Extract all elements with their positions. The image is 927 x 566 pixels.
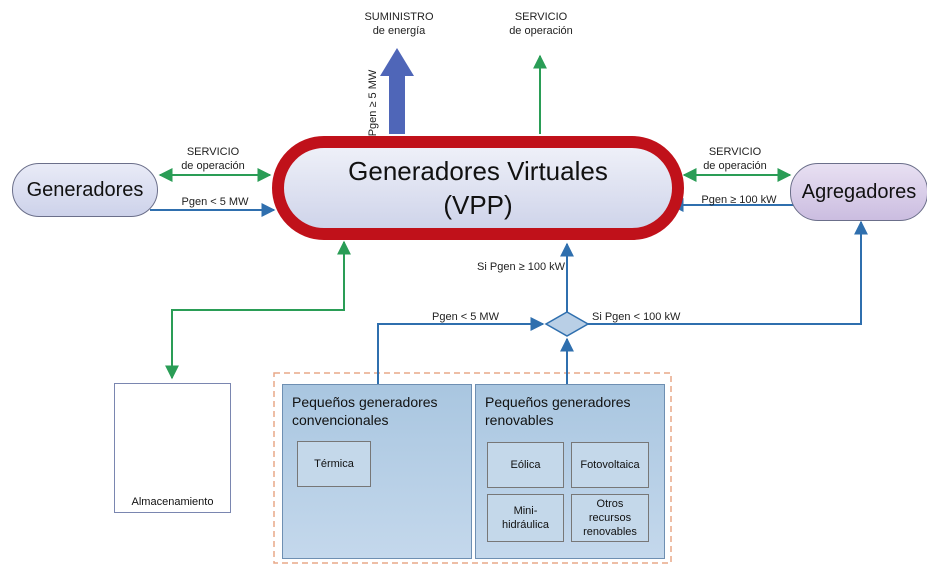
left-service-line2: de operación	[181, 160, 245, 172]
conventional-panel: Pequeños generadores convencionales Térm…	[282, 384, 472, 559]
wind-box: Eólica	[487, 442, 564, 488]
left-pgen-label: Pgen < 5 MW	[181, 196, 249, 208]
conventional-title-line2: convencionales	[292, 412, 389, 428]
solar-pv-label: Fotovoltaica	[580, 459, 640, 471]
renewable-title: Pequeños generadores renovables	[485, 393, 631, 429]
conventional-to-diamond-arrow	[377, 317, 545, 384]
aggregators-label: Agregadores	[801, 180, 917, 203]
solar-pv-box: Fotovoltaica	[571, 442, 649, 488]
supply-label-line2: de energía	[372, 25, 426, 37]
mini-hydro-label: Mini- hidráulica	[501, 505, 550, 531]
top-service-line2: de operación	[509, 25, 573, 37]
supply-label: SUMINISTRO de energía	[344, 10, 454, 38]
thermal-label: Térmica	[314, 458, 354, 470]
storage-arrow	[165, 240, 351, 380]
aggregators-node: Agregadores	[790, 163, 927, 221]
right-service-line2: de operación	[703, 160, 767, 172]
si-pgen-lt-label: Si Pgen < 100 kW	[592, 311, 681, 323]
other-renewables-label: Otros recursos renovables	[583, 498, 637, 538]
vpp-acronym: (VPP)	[443, 190, 513, 220]
storage-box: Almacenamiento	[114, 383, 231, 513]
mini-hydro-box: Mini- hidráulica	[487, 494, 564, 542]
storage-label: Almacenamiento	[131, 496, 214, 508]
si-pgen-ge-label: Si Pgen ≥ 100 kW	[477, 261, 565, 273]
left-service-line1: SERVICIO	[186, 146, 240, 158]
thermal-box: Térmica	[297, 441, 371, 487]
conventional-title: Pequeños generadores convencionales	[292, 393, 438, 429]
right-service-line1: SERVICIO	[708, 146, 762, 158]
top-service-line1: SERVICIO	[514, 11, 568, 23]
generators-node: Generadores	[12, 163, 158, 217]
left-service-label: SERVICIO de operación	[158, 145, 268, 173]
small-generators-container	[273, 372, 672, 564]
conventional-title-line1: Pequeños generadores	[292, 394, 438, 410]
generators-label: Generadores	[26, 178, 144, 201]
supply-label-line1: SUMINISTRO	[364, 11, 434, 23]
renewable-title-line2: renovables	[485, 412, 554, 428]
renewable-panel: Pequeños generadores renovables Eólica F…	[475, 384, 665, 559]
decision-diamond	[544, 311, 590, 337]
other-renewables-box: Otros recursos renovables	[571, 494, 649, 542]
supply-arrow	[380, 48, 414, 134]
vpp-node: Generadores Virtuales (VPP)	[272, 136, 684, 240]
wind-label: Eólica	[510, 459, 541, 471]
right-service-label: SERVICIO de operación	[680, 145, 790, 173]
pgen-lt-5mw-label: Pgen < 5 MW	[432, 311, 499, 323]
top-service-label: SERVICIO de operación	[486, 10, 596, 38]
right-pgen-label: Pgen ≥ 100 kW	[701, 194, 777, 206]
renewable-title-line1: Pequeños generadores	[485, 394, 631, 410]
vpp-title: Generadores Virtuales	[348, 156, 608, 186]
diamond-to-aggregators-arrow	[588, 220, 868, 325]
